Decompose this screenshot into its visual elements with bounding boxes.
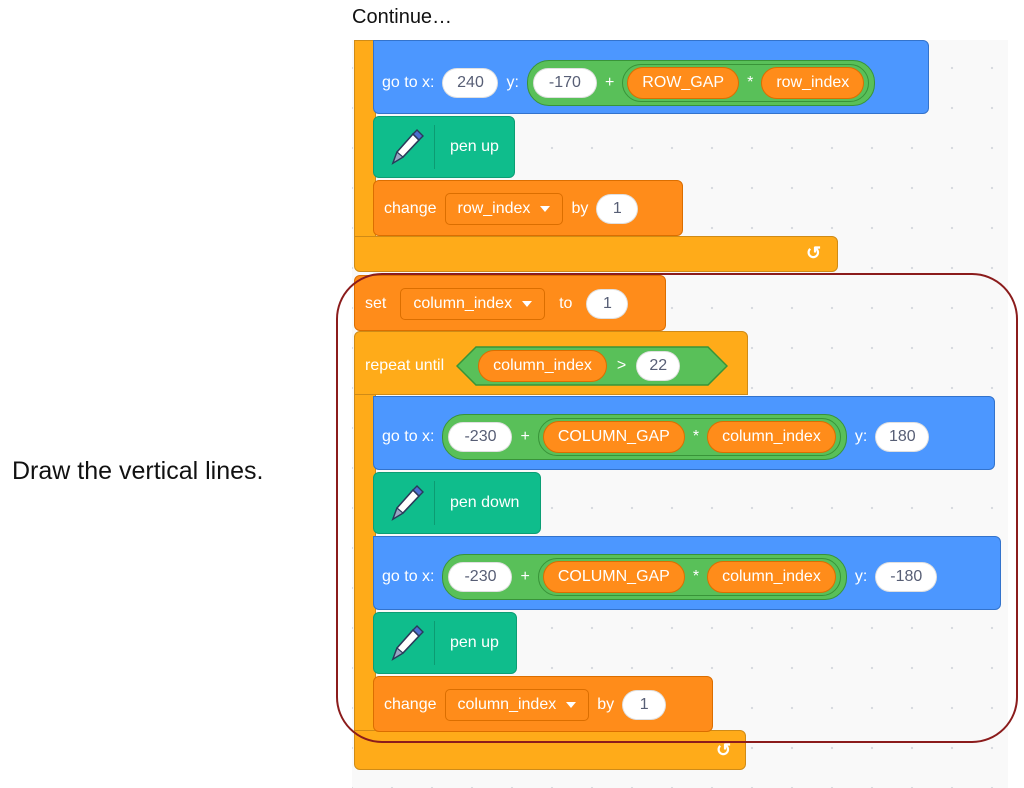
repeat-until-footer[interactable] [354, 730, 746, 770]
column-index-reporter[interactable]: column_index [478, 350, 607, 382]
column-index-dropdown[interactable]: column_index [400, 288, 546, 320]
change-label: change [384, 200, 437, 217]
column-index-reporter[interactable]: column_index [707, 421, 836, 453]
loop-arrow-icon: ↺ [806, 243, 822, 263]
goto-y-label: y: [854, 428, 868, 445]
y-base-input[interactable]: -170 [532, 68, 597, 98]
pen-down-block[interactable]: pen down [373, 472, 541, 534]
row-index-dropdown[interactable]: row_index [444, 193, 564, 225]
goto-bottom-block[interactable]: go to x: -230 + COLUMN_GAP * column_inde… [373, 536, 1001, 610]
plus-sign: + [604, 74, 615, 91]
goto-y-label: y: [854, 568, 868, 585]
continue-caption: Continue… [352, 6, 453, 28]
highlight-frame [336, 273, 1018, 743]
change-column-index-block[interactable]: change column_index by 1 [373, 676, 713, 732]
pen-down-label: pen down [450, 494, 520, 511]
pen-up-block[interactable]: pen up [373, 116, 515, 178]
multiply-operator[interactable]: ROW_GAP * row_index [622, 64, 870, 102]
pen-icon [384, 481, 435, 525]
dropdown-arrow-icon [566, 702, 577, 708]
column-index-dropdown[interactable]: column_index [444, 689, 590, 721]
column-index-dropdown-value: column_index [457, 696, 557, 713]
repeat-until-block[interactable]: repeat until column_index > 22 [354, 331, 748, 395]
add-operator[interactable]: -230 + COLUMN_GAP * column_index [442, 554, 847, 600]
times-sign: * [692, 428, 700, 445]
goto-top-block[interactable]: go to x: -230 + COLUMN_GAP * column_inde… [373, 396, 995, 470]
goto-x-label: go to x: [382, 74, 435, 91]
by-label: by [571, 200, 589, 217]
multiply-operator[interactable]: COLUMN_GAP * column_index [537, 558, 841, 596]
change-amount-input[interactable]: 1 [596, 194, 639, 224]
column-gap-reporter[interactable]: COLUMN_GAP [542, 421, 685, 453]
dropdown-arrow-icon [522, 301, 533, 307]
greater-than-sign: > [616, 357, 627, 374]
by-label: by [597, 696, 615, 713]
limit-input[interactable]: 22 [636, 351, 681, 381]
to-label: to [559, 295, 573, 312]
pen-icon [384, 125, 435, 169]
change-row-index-block[interactable]: change row_index by 1 [373, 180, 683, 236]
x-base-input[interactable]: -230 [448, 422, 513, 452]
pen-up-label: pen up [450, 138, 499, 155]
times-sign: * [747, 74, 754, 91]
dropdown-arrow-icon [540, 206, 551, 212]
times-sign: * [692, 568, 700, 585]
row-index-dropdown-value: row_index [457, 200, 531, 217]
goto-x-label: go to x: [382, 568, 435, 585]
pen-up-block[interactable]: pen up [373, 612, 517, 674]
x-value-input[interactable]: 240 [442, 68, 499, 98]
side-note: Draw the vertical lines. [12, 457, 264, 485]
column-index-dropdown-value: column_index [413, 295, 513, 312]
greater-than-operator[interactable]: column_index > 22 [456, 346, 729, 386]
add-operator[interactable]: -170 + ROW_GAP * row_index [526, 60, 876, 106]
x-base-input[interactable]: -230 [448, 562, 513, 592]
goto-x-label: go to x: [382, 428, 435, 445]
goto-row-block[interactable]: go to x: 240 y: -170 + ROW_GAP * row_ind… [373, 40, 929, 114]
goto-y-label: y: [506, 74, 519, 91]
plus-sign: + [520, 428, 530, 445]
previous-loop-footer[interactable] [354, 236, 838, 272]
column-gap-reporter[interactable]: COLUMN_GAP [542, 561, 685, 593]
y-value-input[interactable]: 180 [875, 422, 930, 452]
pen-icon [384, 621, 435, 665]
y-value-input[interactable]: -180 [875, 562, 938, 592]
column-index-reporter[interactable]: column_index [707, 561, 836, 593]
change-label: change [384, 696, 437, 713]
multiply-operator[interactable]: COLUMN_GAP * column_index [537, 418, 841, 456]
add-operator[interactable]: -230 + COLUMN_GAP * column_index [442, 414, 847, 460]
repeat-until-label: repeat until [365, 357, 445, 374]
set-value-input[interactable]: 1 [586, 289, 629, 319]
plus-sign: + [520, 568, 530, 585]
pen-up-label: pen up [450, 634, 499, 651]
loop-arrow-icon: ↺ [716, 740, 732, 760]
set-column-index-block[interactable]: set column_index to 1 [354, 275, 666, 331]
row-index-reporter[interactable]: row_index [761, 67, 865, 99]
row-gap-reporter[interactable]: ROW_GAP [627, 67, 740, 99]
change-amount-input[interactable]: 1 [622, 690, 667, 720]
